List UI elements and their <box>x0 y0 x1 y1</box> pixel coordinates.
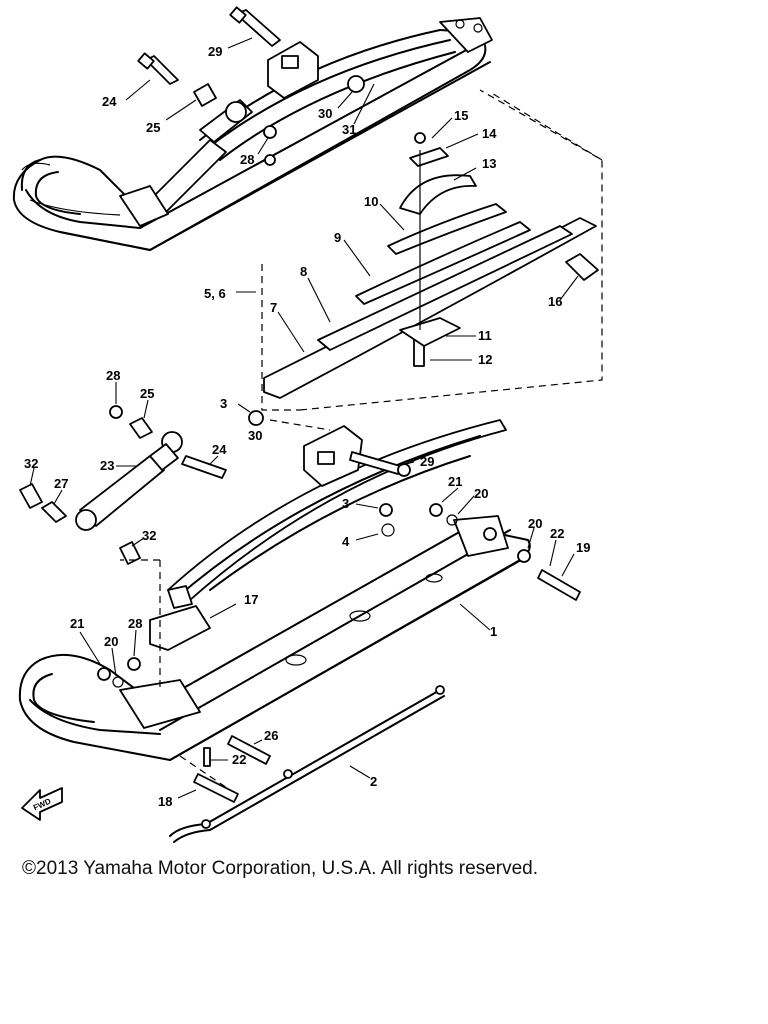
callout-13: 13 <box>482 156 496 171</box>
callout-9: 9 <box>334 230 341 245</box>
callout-28-mid: 28 <box>106 368 120 383</box>
callout-5-6: 5, 6 <box>204 286 226 301</box>
callout-27: 27 <box>54 476 68 491</box>
callout-31: 31 <box>342 122 356 137</box>
callout-11: 11 <box>478 328 492 343</box>
callout-19: 19 <box>576 540 590 555</box>
callout-8: 8 <box>300 264 307 279</box>
callout-28-top: 28 <box>240 152 254 167</box>
top-ski-assembly <box>12 6 493 251</box>
callout-labels: 29 24 25 30 31 28 15 14 13 10 9 8 5, 6 7… <box>24 44 590 809</box>
callout-3-low: 3 <box>342 496 349 511</box>
callout-22-low: 22 <box>232 752 246 767</box>
ski-assembly-exploded-diagram: FWD 29 24 25 30 31 28 15 14 13 10 9 8 5,… <box>12 6 603 843</box>
callout-22-right: 22 <box>550 526 564 541</box>
callout-16: 16 <box>548 294 562 309</box>
callout-4: 4 <box>342 534 350 549</box>
callout-21-left: 21 <box>70 616 84 631</box>
callout-30-top: 30 <box>318 106 332 121</box>
callout-20-far: 20 <box>528 516 542 531</box>
callout-10: 10 <box>364 194 378 209</box>
callout-20-right: 20 <box>474 486 488 501</box>
callout-21-right: 21 <box>448 474 462 489</box>
callout-14: 14 <box>482 126 497 141</box>
callout-25-top: 25 <box>146 120 160 135</box>
callout-3-mid: 3 <box>220 396 227 411</box>
callout-29-mid: 29 <box>420 454 434 469</box>
callout-32-mid: 32 <box>142 528 156 543</box>
fwd-arrow-icon: FWD <box>21 787 63 821</box>
callout-15: 15 <box>454 108 468 123</box>
callout-12: 12 <box>478 352 492 367</box>
callout-17: 17 <box>244 592 258 607</box>
callout-20-left: 20 <box>104 634 118 649</box>
callout-2: 2 <box>370 774 377 789</box>
callout-26: 26 <box>264 728 278 743</box>
callout-30-mid: 30 <box>248 428 262 443</box>
copyright-notice: ©2013 Yamaha Motor Corporation, U.S.A. A… <box>22 858 538 879</box>
spring-pack-exploded <box>236 89 603 411</box>
callout-7: 7 <box>270 300 277 315</box>
callout-18: 18 <box>158 794 172 809</box>
callout-32-left: 32 <box>24 456 38 471</box>
callout-25-mid: 25 <box>140 386 154 401</box>
callout-23: 23 <box>100 458 114 473</box>
callout-29-top: 29 <box>208 44 222 59</box>
callout-1: 1 <box>490 624 497 639</box>
callout-28-low: 28 <box>128 616 142 631</box>
bottom-ski-assembly <box>18 382 581 843</box>
callout-24-top: 24 <box>102 94 117 109</box>
callout-24-mid: 24 <box>212 442 227 457</box>
